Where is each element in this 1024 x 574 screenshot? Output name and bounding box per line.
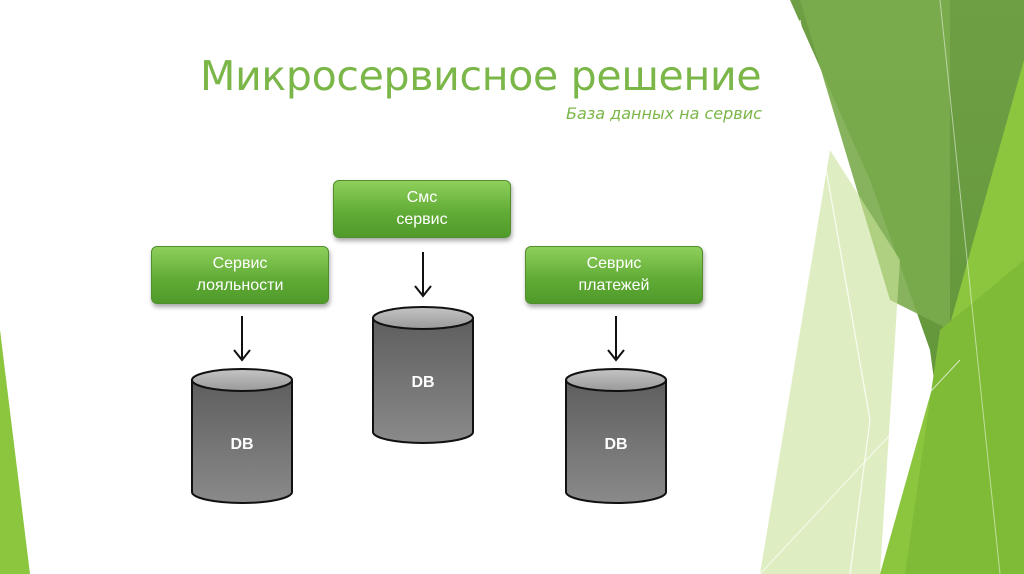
slide-subtitle: База данных на сервис [566,104,762,123]
db-label-sms: DB [411,374,435,391]
database-cylinder-loyalty [191,368,293,504]
service-label-payments: Севрис платежей [578,255,650,294]
arrow-payments-to-db [607,316,625,362]
service-box-payments: Севрис платежей [525,246,703,304]
arrow-sms-to-db [414,252,432,298]
db-label-loyalty: DB [230,436,254,453]
service-box-loyalty: Сервис лояльности [151,246,329,304]
database-cylinder-payments [565,368,667,504]
slide-title: Микросервисное решение [200,52,762,100]
db-label-payments: DB [604,436,628,453]
service-label-sms: Смс сервис [396,189,448,228]
database-cylinder-sms [372,306,474,444]
arrow-loyalty-to-db [233,316,251,362]
service-box-sms: Смс сервис [333,180,511,238]
service-label-loyalty: Сервис лояльности [196,255,284,294]
